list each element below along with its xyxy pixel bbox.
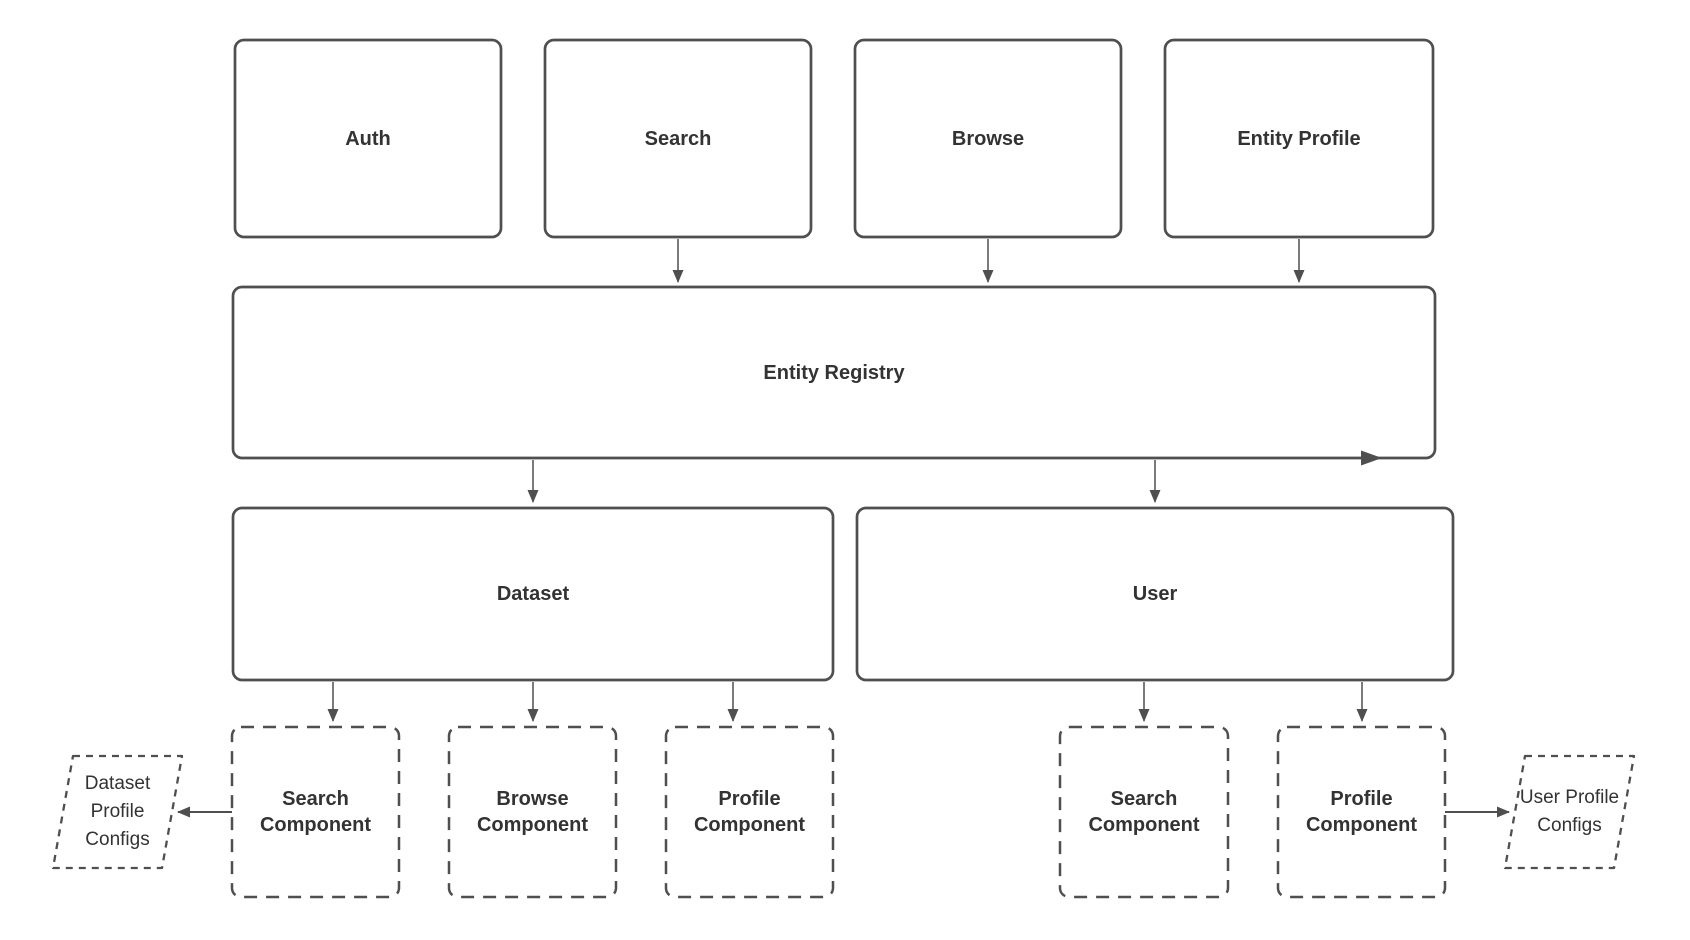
dataset-browse-component-box <box>447 725 618 899</box>
entity-registry-box <box>231 285 1437 460</box>
search-box <box>543 38 813 239</box>
auth-box <box>233 38 503 239</box>
dataset-profile-component-box <box>664 725 835 899</box>
user-box <box>855 506 1455 682</box>
registry-bottom-right-arrowhead <box>1361 450 1382 466</box>
dataset-profile-configs-shape <box>51 754 184 870</box>
dataset-box <box>231 506 835 682</box>
user-search-component-box <box>1058 725 1230 899</box>
browse-box <box>853 38 1123 239</box>
dataset-search-component-box <box>230 725 401 899</box>
user-profile-component-box <box>1276 725 1447 899</box>
user-profile-configs-shape <box>1503 754 1636 870</box>
entity-profile-box <box>1163 38 1435 239</box>
